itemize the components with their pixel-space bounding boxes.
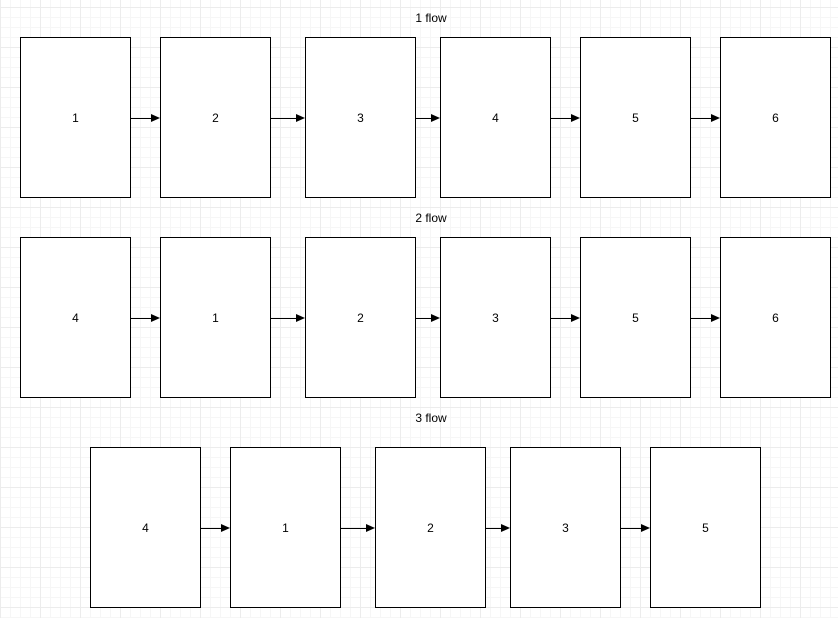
flow-1-step-1-label: 1	[72, 110, 79, 125]
flow-3-step-3-label: 2	[427, 520, 434, 535]
flow-3-title: 3 flow	[415, 411, 447, 425]
flow-2-step-1-label: 4	[72, 310, 79, 325]
flow-1-step-5-label: 5	[632, 110, 639, 125]
flow-1-step-2-label: 2	[212, 110, 219, 125]
flow-1-step-6[interactable]: 6	[720, 37, 831, 198]
flow-3-step-5-label: 5	[702, 520, 709, 535]
flow-2-step-2[interactable]: 1	[160, 237, 271, 398]
flow-2-step-6[interactable]: 6	[720, 237, 831, 398]
flow-3-arrow-3	[486, 524, 510, 532]
flow-3-step-4-label: 3	[562, 520, 569, 535]
flow-1-arrow-2	[271, 114, 305, 122]
flow-3-step-1[interactable]: 4	[90, 447, 201, 608]
flow-1-arrow-3	[416, 114, 440, 122]
flow-1-step-1[interactable]: 1	[20, 37, 131, 198]
flow-3-step-4[interactable]: 3	[510, 447, 621, 608]
flow-2-title: 2 flow	[415, 211, 447, 225]
flow-1-title: 1 flow	[415, 11, 447, 25]
flow-2-arrow-5	[691, 314, 720, 322]
flow-1-arrow-1	[131, 114, 160, 122]
flow-2-step-1[interactable]: 4	[20, 237, 131, 398]
flow-2-step-5[interactable]: 5	[580, 237, 691, 398]
flow-3-arrow-1	[201, 524, 230, 532]
flow-2-step-6-label: 6	[772, 310, 779, 325]
flow-1-step-5[interactable]: 5	[580, 37, 691, 198]
flow-3-arrow-2	[341, 524, 375, 532]
flow-1-step-2[interactable]: 2	[160, 37, 271, 198]
flow-3-step-1-label: 4	[142, 520, 149, 535]
flow-2-step-3[interactable]: 2	[305, 237, 416, 398]
flow-3-step-2[interactable]: 1	[230, 447, 341, 608]
flow-3-step-2-label: 1	[282, 520, 289, 535]
flow-3-step-5[interactable]: 5	[650, 447, 761, 608]
flow-1-step-4[interactable]: 4	[440, 37, 551, 198]
flow-1-step-4-label: 4	[492, 110, 499, 125]
flow-1-step-3-label: 3	[357, 110, 364, 125]
flow-2-arrow-3	[416, 314, 440, 322]
flow-3-step-3[interactable]: 2	[375, 447, 486, 608]
flow-1-step-3[interactable]: 3	[305, 37, 416, 198]
flow-2-step-2-label: 1	[212, 310, 219, 325]
flow-1-arrow-4	[551, 114, 580, 122]
flow-1-step-6-label: 6	[772, 110, 779, 125]
flow-2-step-4[interactable]: 3	[440, 237, 551, 398]
flow-2-step-3-label: 2	[357, 310, 364, 325]
flow-1-arrow-5	[691, 114, 720, 122]
flow-2-arrow-1	[131, 314, 160, 322]
flow-3-arrow-4	[621, 524, 650, 532]
flow-2-step-4-label: 3	[492, 310, 499, 325]
flow-2-arrow-4	[551, 314, 580, 322]
flow-2-arrow-2	[271, 314, 305, 322]
flow-2-step-5-label: 5	[632, 310, 639, 325]
